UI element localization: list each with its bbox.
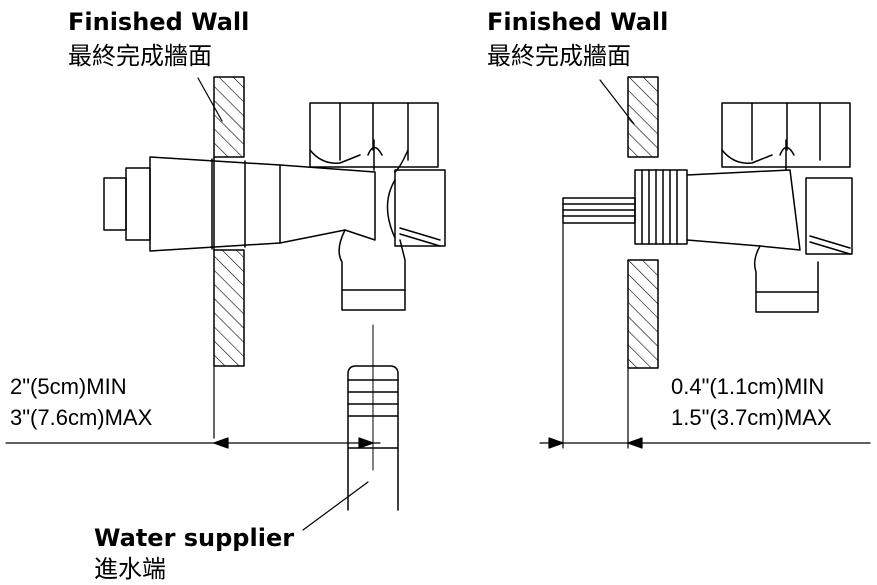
right-wall-title-zh: 最終完成牆面 [487,42,631,70]
right-valve-body [562,102,853,313]
supply-title-zh: 進水端 [94,555,166,583]
left-wall-lower [213,249,245,367]
left-valve-body [103,102,446,311]
right-dim-min: 0.4"(1.1cm)MIN [671,374,825,399]
right-wall-title-en: Finished Wall [487,8,669,36]
right-wall-leader [599,79,635,125]
right-wall-lower [627,259,659,369]
supply-leader [302,481,369,531]
supply-title-en: Water supplier [94,524,295,552]
left-wall-upper [213,76,245,158]
left-wall-title-en: Finished Wall [68,8,250,36]
right-wall-upper [627,76,659,158]
right-dimension-line [539,222,871,449]
left-dim-min: 2"(5cm)MIN [10,374,127,399]
left-dim-max: 3"(7.6cm)MAX [10,405,153,430]
left-dimension-line [5,437,381,449]
supply-pipe [347,324,399,511]
left-wall-title-zh: 最終完成牆面 [68,42,212,70]
right-dim-max: 1.5"(3.7cm)MAX [671,405,832,430]
left-wall-leader [197,77,223,122]
